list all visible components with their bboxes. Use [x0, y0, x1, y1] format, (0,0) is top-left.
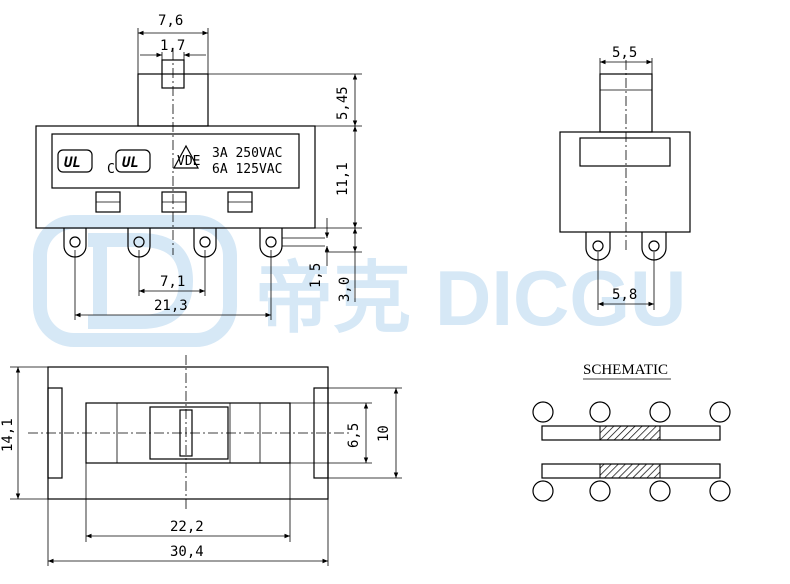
side-body-outline — [559, 131, 691, 233]
svg-text:5,5: 5,5 — [612, 45, 637, 61]
vde-logo: VDE — [172, 144, 200, 169]
dim-pin-2: 3,0 — [337, 228, 358, 302]
watermark-brand-cn: 帝克 — [255, 254, 411, 342]
svg-text:11,1: 11,1 — [335, 162, 351, 196]
front-body-outline — [35, 125, 316, 229]
side-window — [579, 137, 671, 167]
svg-text:30,4: 30,4 — [170, 544, 204, 560]
label-panel — [51, 133, 300, 189]
schematic-terminal — [589, 401, 611, 423]
cert-c-label: C — [107, 162, 115, 177]
dim-top-height: 14,1 — [0, 366, 48, 500]
dim-actuator-height: 5,45 — [335, 74, 358, 126]
schematic: SCHEMATIC — [532, 362, 731, 502]
dim-pin-span: 21,3 — [75, 298, 271, 318]
rating-line-1: 3A 250VAC — [212, 146, 282, 161]
schematic-bottom-slider — [599, 463, 661, 479]
dim-actuator-width: 7,6 — [137, 13, 209, 74]
dim-pin-pitch: 7,1 — [139, 274, 205, 294]
watermark-logo-frame — [33, 215, 237, 347]
ul-logo-frame — [57, 149, 93, 173]
side-view: 5,5 5,8 — [559, 45, 691, 310]
schematic-terminal — [709, 401, 731, 423]
schematic-terminal — [532, 401, 554, 423]
vde-triangle — [172, 144, 200, 169]
svg-text:22,2: 22,2 — [170, 519, 204, 535]
terminal-window-1 — [95, 191, 121, 213]
schematic-terminal — [589, 480, 611, 502]
watermark-logo-mark — [88, 233, 194, 329]
dim-top-slot-length: 22,2 — [85, 463, 291, 542]
top-view: 14,1 6,5 10 22,2 30,4 — [0, 355, 402, 566]
front-view: UL C UL VDE 3A 250VAC 6A 125VAC — [35, 13, 362, 320]
ul-logo-text: UL — [122, 155, 139, 171]
svg-text:5,45: 5,45 — [335, 86, 351, 120]
svg-text:7,1: 7,1 — [160, 274, 185, 290]
dim-top-inner: 6,5 — [290, 402, 372, 464]
terminal-window-2 — [161, 191, 187, 213]
dim-top-total-length: 30,4 — [47, 499, 329, 566]
vde-logo-text: VDE — [177, 154, 200, 169]
dim-pin-1: 1,5 — [308, 218, 330, 288]
svg-text:1,5: 1,5 — [308, 263, 324, 288]
schematic-terminal — [649, 480, 671, 502]
ul-logo-frame — [115, 149, 151, 173]
watermark: 帝克 DICGU — [33, 215, 686, 347]
ul-logo-1: UL — [57, 149, 93, 173]
dim-body-height: 11,1 — [335, 126, 358, 228]
watermark-brand-latin: DICGU — [435, 254, 686, 342]
ul-logo-2: UL — [115, 149, 151, 173]
schematic-terminal — [709, 480, 731, 502]
dim-top-outer: 10 — [328, 387, 402, 479]
terminal-window-3 — [227, 191, 253, 213]
ul-logo-text: UL — [64, 155, 81, 171]
svg-text:3,0: 3,0 — [337, 277, 353, 302]
svg-text:10: 10 — [376, 425, 392, 442]
front-pin-4 — [259, 228, 325, 258]
svg-text:1,7: 1,7 — [160, 38, 185, 54]
top-right-tab — [313, 387, 329, 479]
svg-text:7,6: 7,6 — [158, 13, 183, 29]
dim-actuator-slot: 1,7 — [140, 38, 206, 60]
dim-side-top: 5,5 — [599, 45, 653, 74]
schematic-top-slider — [599, 425, 661, 441]
schematic-title: SCHEMATIC — [583, 362, 668, 378]
svg-text:6,5: 6,5 — [346, 423, 362, 448]
svg-text:14,1: 14,1 — [0, 418, 16, 452]
svg-text:21,3: 21,3 — [154, 298, 188, 314]
rating-line-2: 6A 125VAC — [212, 162, 282, 177]
svg-text:5,8: 5,8 — [612, 287, 637, 303]
schematic-terminal — [532, 480, 554, 502]
schematic-terminal — [649, 401, 671, 423]
dim-side-pins: 5,8 — [597, 252, 655, 310]
